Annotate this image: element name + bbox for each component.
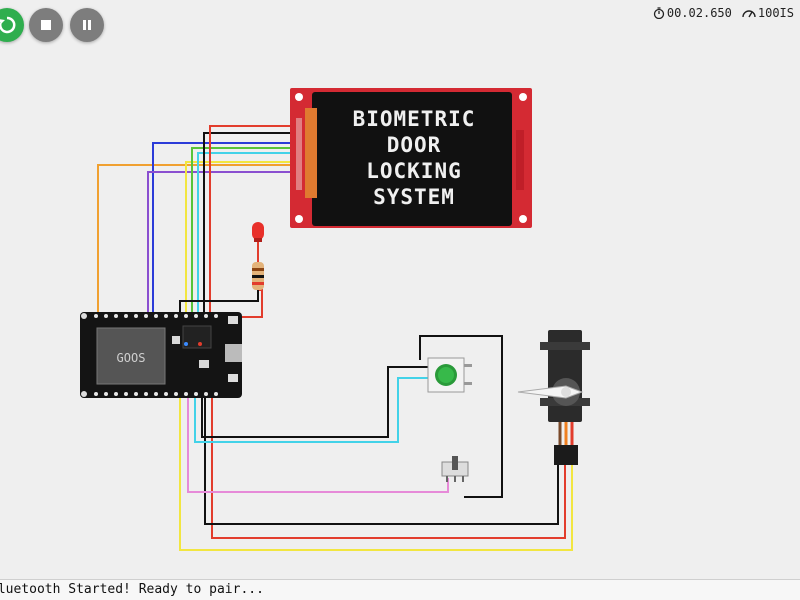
wire-red-top bbox=[209, 125, 290, 315]
pause-button[interactable] bbox=[70, 8, 104, 42]
wire-cyan-bottom bbox=[194, 377, 432, 443]
wire-yellow-top bbox=[185, 161, 290, 315]
sim-speed-value: 100IS bbox=[757, 6, 794, 20]
wires bbox=[97, 125, 574, 551]
simulation-stats: 00.02.650 100IS bbox=[653, 6, 794, 20]
wire-green bbox=[191, 147, 290, 315]
wire-black-bottom bbox=[204, 398, 559, 525]
stop-icon bbox=[41, 20, 51, 30]
resistor[interactable] bbox=[252, 262, 264, 290]
pause-icon bbox=[83, 20, 91, 30]
servo-motor[interactable] bbox=[517, 330, 590, 465]
wire-orange bbox=[97, 164, 290, 315]
wire-black-switch bbox=[419, 335, 503, 498]
wire-purple bbox=[147, 171, 290, 315]
restart-button[interactable] bbox=[0, 8, 24, 42]
stop-button[interactable] bbox=[29, 8, 63, 42]
led-red[interactable] bbox=[252, 222, 264, 242]
push-button[interactable] bbox=[427, 357, 472, 393]
sim-time: 00.02.650 bbox=[653, 6, 732, 20]
slide-switch[interactable] bbox=[441, 456, 469, 482]
board-pins-bottom bbox=[94, 392, 218, 396]
lcd-line-1: BIOMETRIC bbox=[353, 107, 476, 131]
stopwatch-icon bbox=[653, 7, 664, 19]
wire-black-top bbox=[203, 132, 290, 315]
wire-yellow-bottom bbox=[179, 398, 573, 551]
chip-label: GOOS bbox=[117, 351, 146, 365]
lcd-line-4: SYSTEM bbox=[373, 185, 455, 209]
wire-red-bottom bbox=[211, 398, 566, 539]
esp32-board[interactable]: GOOS bbox=[80, 312, 242, 398]
wire-blue bbox=[152, 142, 290, 315]
board-pins-top bbox=[94, 314, 218, 318]
wire-black-button bbox=[201, 366, 432, 438]
wire-cyan-top bbox=[197, 152, 290, 315]
lcd-display[interactable]: BIOMETRIC DOOR LOCKING SYSTEM bbox=[290, 88, 532, 228]
wire-pink bbox=[187, 398, 449, 493]
speedometer-icon bbox=[742, 10, 756, 18]
sim-time-value: 00.02.650 bbox=[666, 6, 732, 20]
restart-icon bbox=[0, 16, 16, 34]
sim-speed: 100IS bbox=[742, 6, 794, 20]
wire-resistor-black bbox=[179, 288, 259, 315]
serial-monitor: Bluetooth Started! Ready to pair... bbox=[0, 579, 800, 600]
lcd-line-3: LOCKING bbox=[366, 159, 462, 183]
serial-output-line: Bluetooth Started! Ready to pair... bbox=[0, 582, 264, 597]
lcd-line-2: DOOR bbox=[387, 133, 442, 157]
